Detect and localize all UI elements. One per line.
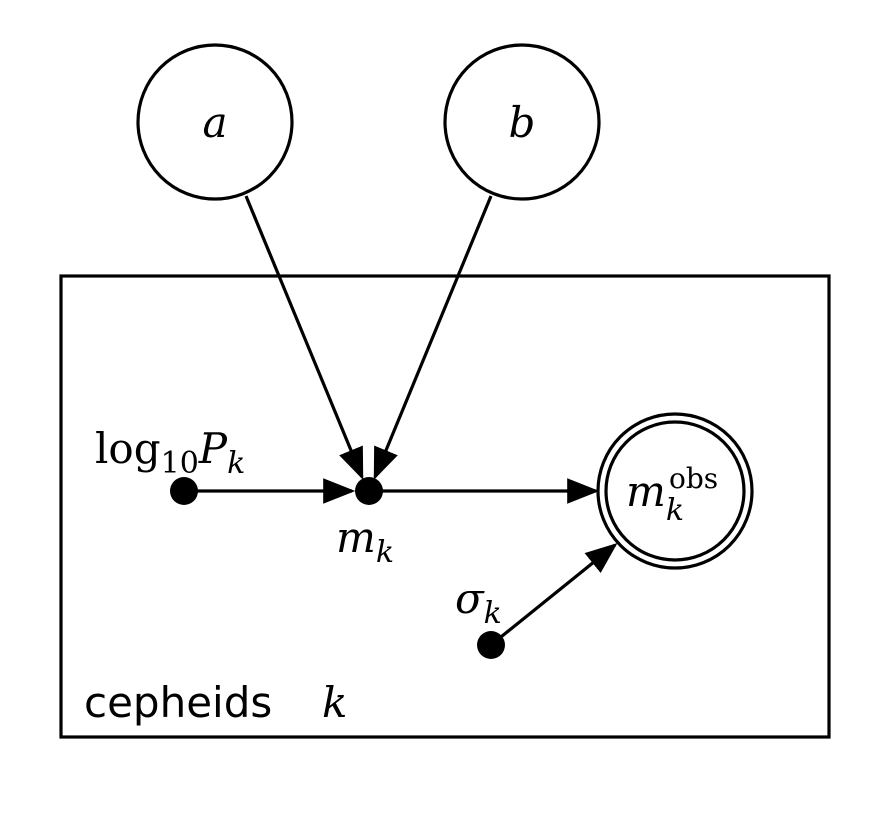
node-b: b (443, 43, 601, 201)
plate-label-text: cepheids (84, 678, 272, 727)
node-a-label: a (202, 98, 227, 147)
plate-cepheids (59, 274, 831, 739)
node-m-k-obs-inner-circle (604, 420, 746, 562)
node-sigma-k: σk (455, 574, 505, 659)
edge-b-to-m (373, 195, 493, 480)
edge-a-to-m (244, 195, 364, 480)
plate-label-var: k (322, 678, 347, 727)
node-m-k-dot (355, 477, 383, 505)
plate-label: cepheids k (84, 678, 347, 727)
node-a-circle (136, 43, 294, 201)
node-sigma-k-dot (477, 631, 505, 659)
edge-sigma-to-mobs (489, 542, 618, 647)
node-log10-P-label: log10Pk (95, 424, 245, 481)
node-m-k-obs-label: mk (626, 467, 684, 528)
node-log10-P-dot (170, 477, 198, 505)
node-sigma-k-label: σk (455, 574, 502, 631)
node-log10-P: log10Pk (95, 424, 245, 505)
node-b-circle (443, 43, 601, 201)
node-a: a (136, 43, 294, 201)
node-m-k-obs: mk obs (596, 412, 754, 570)
node-b-label: b (509, 98, 536, 147)
node-m-k-obs-outer-circle (596, 412, 754, 570)
node-m-k: mk (336, 477, 394, 570)
node-m-k-label: mk (336, 513, 394, 570)
node-m-k-obs-superscript: obs (669, 462, 718, 495)
